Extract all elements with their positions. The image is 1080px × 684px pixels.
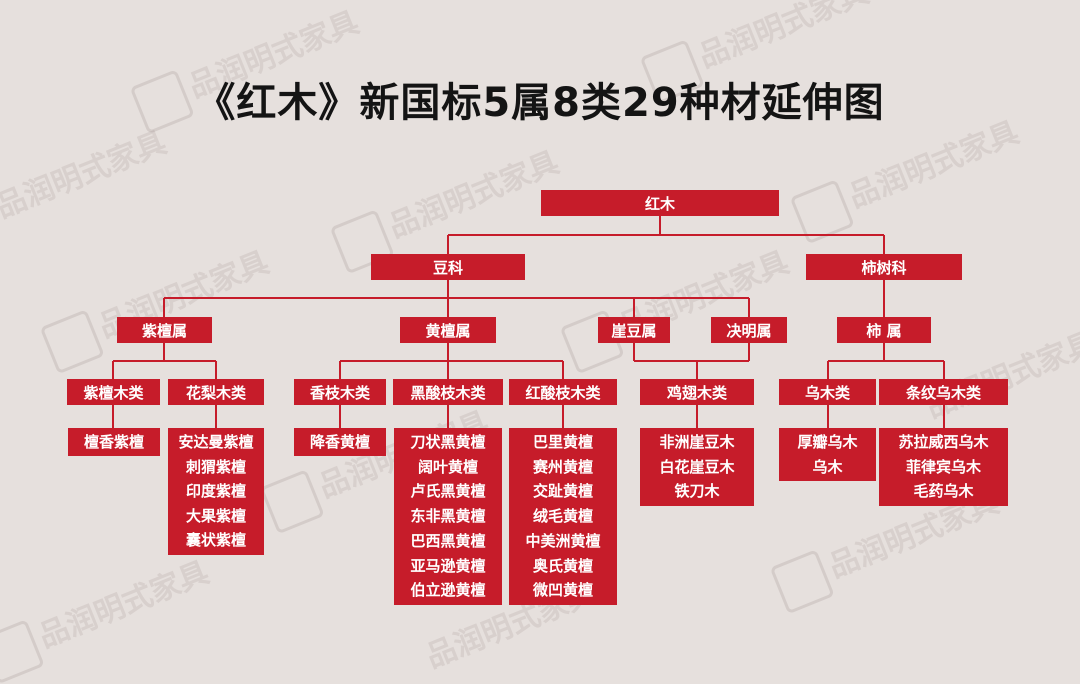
species-item: 白花崖豆木 <box>659 457 735 476</box>
species-box-7: 苏拉威西乌木 菲律宾乌木 毛药乌木 <box>879 428 1008 506</box>
class-node-5: 鸡翅木类 <box>640 379 754 405</box>
species-item: 乌木 <box>812 457 843 476</box>
species-item: 安达曼紫檀 <box>178 433 254 451</box>
species-item: 交趾黄檀 <box>532 482 593 501</box>
species-item: 铁刀木 <box>674 482 720 501</box>
class-node-6: 乌木类 <box>779 379 876 405</box>
species-item: 巴西黑黄檀 <box>410 531 486 550</box>
page-title: 《红木》新国标5属8类29种材延伸图 <box>195 80 885 126</box>
species-item: 菲律宾乌木 <box>905 457 981 476</box>
genus-node-millettia: 崖豆属 <box>598 317 670 343</box>
genus-node-pterocarpus: 紫檀属 <box>117 317 212 343</box>
species-item: 绒毛黄檀 <box>532 507 593 526</box>
species-item: 苏拉威西乌木 <box>898 433 989 451</box>
class-node-1: 花梨木类 <box>168 379 264 405</box>
species-item: 巴里黄檀 <box>532 433 593 451</box>
species-box-0: 檀香紫檀 <box>68 428 160 456</box>
species-box-1: 安达曼紫檀 刺猬紫檀 印度紫檀 大果紫檀 囊状紫檀 <box>168 428 264 555</box>
species-item: 大果紫檀 <box>185 506 246 525</box>
species-box-4: 巴里黄檀 赛州黄檀 交趾黄檀 绒毛黄檀 中美洲黄檀 奥氏黄檀 微凹黄檀 <box>509 428 617 605</box>
species-item: 檀香紫檀 <box>83 433 144 451</box>
species-item: 囊状紫檀 <box>185 531 246 550</box>
species-item: 毛药乌木 <box>913 482 974 501</box>
species-item: 刺猬紫檀 <box>185 457 246 476</box>
species-item: 非洲崖豆木 <box>659 433 735 451</box>
species-item: 微凹黄檀 <box>532 581 593 600</box>
species-item: 中美洲黄檀 <box>525 531 601 550</box>
species-box-2: 降香黄檀 <box>294 428 386 456</box>
species-item: 东非黑黄檀 <box>410 507 486 526</box>
species-box-5: 非洲崖豆木 白花崖豆木 铁刀木 <box>640 428 754 506</box>
species-item: 厚瓣乌木 <box>797 433 858 451</box>
species-item: 奥氏黄檀 <box>532 556 593 575</box>
species-item: 阔叶黄檀 <box>417 457 478 476</box>
family-node-ebenaceae: 柿树科 <box>806 254 962 280</box>
class-node-7: 条纹乌木类 <box>879 379 1008 405</box>
root-node: 红木 <box>541 190 779 216</box>
species-item: 印度紫檀 <box>185 482 246 501</box>
genus-node-diospyros: 柿 属 <box>837 317 931 343</box>
class-node-4: 红酸枝木类 <box>509 379 617 405</box>
species-item: 刀状黑黄檀 <box>410 433 486 451</box>
class-node-3: 黑酸枝木类 <box>393 379 503 405</box>
species-item: 亚马逊黄檀 <box>410 556 486 575</box>
class-node-0: 紫檀木类 <box>67 379 160 405</box>
species-box-3: 刀状黑黄檀 阔叶黄檀 卢氏黑黄檀 东非黑黄檀 巴西黑黄檀 亚马逊黄檀 伯立逊黄檀 <box>394 428 502 605</box>
species-item: 赛州黄檀 <box>532 457 593 476</box>
class-node-2: 香枝木类 <box>294 379 386 405</box>
genus-node-dalbergia: 黄檀属 <box>400 317 496 343</box>
family-node-fabaceae: 豆科 <box>371 254 525 280</box>
species-box-6: 厚瓣乌木 乌木 <box>779 428 876 481</box>
genus-node-cassia: 决明属 <box>711 317 787 343</box>
species-item: 伯立逊黄檀 <box>410 581 486 600</box>
species-item: 卢氏黑黄檀 <box>410 482 486 501</box>
species-item: 降香黄檀 <box>309 433 370 451</box>
connector-lines <box>112 216 945 428</box>
